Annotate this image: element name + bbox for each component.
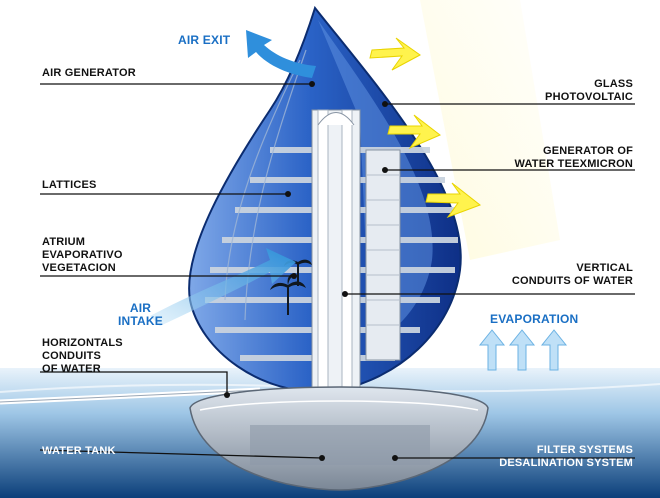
sun-ray-arrow-icon xyxy=(369,37,482,219)
evaporation-arrow-icon xyxy=(478,329,568,371)
air-exit-label: AIR EXIT xyxy=(178,33,231,47)
air-intake-label: AIR INTAKE xyxy=(118,301,163,328)
air-flow-arrow-icon xyxy=(150,248,296,326)
generator-of-water-label: GENERATOR OF WATER TEEXMICRON xyxy=(514,145,633,170)
leader-lines xyxy=(39,83,635,459)
air-flow-arrow-icon xyxy=(246,30,316,78)
air-generator-label: AIR GENERATOR xyxy=(42,67,136,79)
water-generator-column xyxy=(365,149,401,361)
lattices-label: LATTICES xyxy=(42,179,97,191)
evaporation-label: EVAPORATION xyxy=(490,312,579,326)
vertical-conduits-label: VERTICAL CONDUITS OF WATER xyxy=(511,262,633,287)
atrium-label: ATRIUM EVAPORATIVO VEGETACION xyxy=(42,236,123,274)
leader-dots xyxy=(224,81,398,461)
sunlight-glow xyxy=(420,0,560,260)
glass-photovoltaic-label: GLASS PHOTOVOLTAIC xyxy=(545,78,633,103)
horizontal-conduits-label: HORIZONTALS CONDUITS OF WATER xyxy=(42,337,123,375)
water-tank-label: WATER TANK xyxy=(42,445,116,457)
filter-systems-label: FILTER SYSTEMS DESALINATION SYSTEM xyxy=(499,444,633,469)
